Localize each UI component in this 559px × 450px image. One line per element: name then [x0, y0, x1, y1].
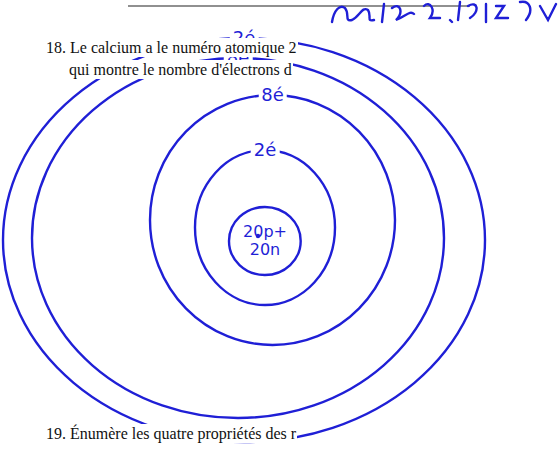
electron-shell: 2é20p+20n: [195, 150, 335, 305]
electron-shell: 8é2é20p+20n: [150, 95, 395, 345]
nucleus-count: 20p+: [243, 223, 287, 241]
question-text: qui montre le nombre d'électrons d: [68, 60, 293, 79]
nucleus-text-box: 20p+20n: [229, 207, 301, 275]
ellipse-stroke: [3, 38, 485, 442]
question-text: 18. Le calcium a le numéro atomique 2: [45, 38, 298, 57]
nucleus-circle: 20p+20n: [229, 207, 301, 275]
electron-shell: 2é8é8é2é20p+20n: [3, 38, 485, 442]
ellipse-stroke: [32, 58, 444, 418]
nucleus-count: 20n: [250, 241, 281, 259]
handwritten-scribble: [332, 2, 556, 22]
answer-line: [128, 5, 470, 6]
ellipse-stroke: [195, 150, 335, 305]
shell-ellipse: [150, 95, 395, 345]
shell-ellipse: [32, 58, 444, 418]
ellipse-stroke: [150, 95, 395, 345]
ellipse-stroke: [229, 207, 301, 275]
electron-count: 8é: [258, 85, 287, 105]
electron-shell: 8é8é2é20p+20n: [32, 58, 444, 418]
question-text: 19. Énumère les quatre propriétés des r: [45, 424, 297, 443]
electron-count: 2é: [251, 140, 280, 160]
